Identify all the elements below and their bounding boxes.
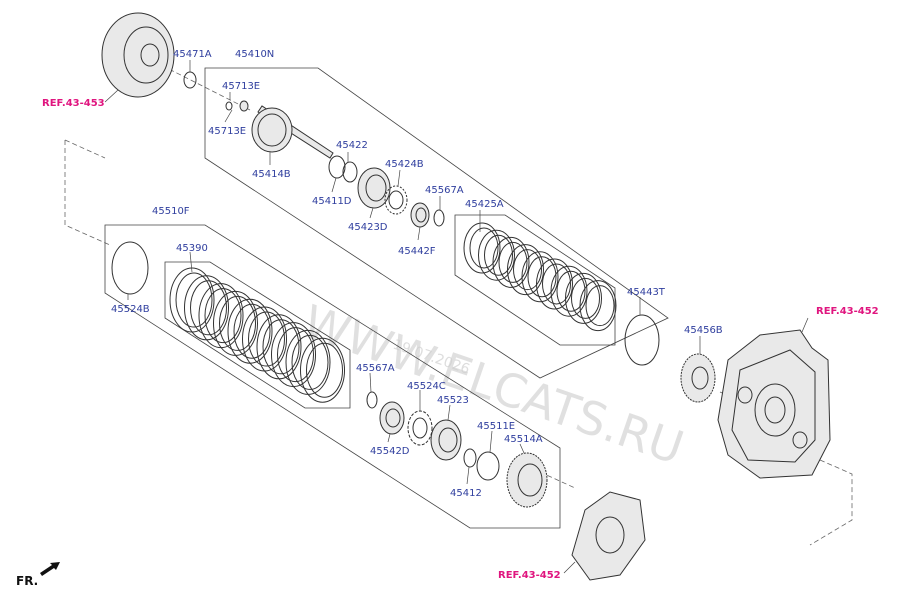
clutch-plate-inner — [306, 342, 343, 398]
watermark-text: WWW.ELCATS.RU — [296, 294, 690, 475]
clutch-plate-inner — [513, 249, 542, 291]
bracket-45410N — [204, 67, 669, 379]
clutch-plate-inner — [571, 277, 600, 319]
clutch-plate-inner — [556, 270, 586, 312]
ring-45422 — [342, 161, 358, 183]
torque-converter — [101, 12, 175, 98]
label-45524C: 45524C — [407, 381, 446, 392]
label-45425A: 45425A — [465, 199, 504, 210]
clutch-plate — [271, 322, 316, 388]
clutch-plate — [579, 280, 617, 332]
clutch-plate — [198, 283, 244, 349]
label-45414B: 45414B — [252, 169, 291, 180]
bearing-45423D — [357, 167, 391, 209]
rear-cover — [571, 491, 646, 581]
ref-43-453[interactable]: REF.43-453 — [42, 98, 105, 109]
clutch-pack-45425A — [463, 222, 617, 332]
label-45713E-top: 45713E — [222, 81, 260, 92]
clutch-plate-inner — [291, 334, 329, 390]
clutch-plate-inner — [542, 263, 571, 305]
label-45567A-lower: 45567A — [356, 363, 395, 374]
snap-ring-45524B — [111, 241, 149, 295]
bracket-45510F — [104, 224, 561, 529]
ref-43-452-top[interactable]: REF.43-452 — [816, 306, 879, 317]
clutch-plate-inner — [527, 256, 557, 298]
clutch-plate-inner — [484, 234, 513, 276]
clutch-plate-inner — [469, 227, 499, 269]
drum-45514A — [506, 452, 548, 508]
label-45510F: 45510F — [152, 206, 190, 217]
clutch-plate — [213, 290, 258, 356]
clutch-plate — [550, 265, 588, 317]
label-45511E: 45511E — [477, 421, 515, 432]
race-45442F-inner — [415, 207, 427, 223]
label-45567A-upper: 45567A — [425, 185, 464, 196]
clutch-plate — [300, 337, 345, 403]
ring-45511E — [476, 451, 500, 481]
label-45524B: 45524B — [111, 304, 150, 315]
clutch-plate — [565, 272, 602, 324]
label-45523: 45523 — [437, 395, 469, 406]
label-45412: 45412 — [450, 488, 482, 499]
front-arrow-icon — [40, 562, 60, 576]
front-label: FR. — [16, 574, 38, 588]
alignment-lines — [64, 61, 853, 546]
clutch-plate-inner — [277, 327, 314, 383]
clutch-plate-inner — [219, 295, 256, 351]
clutch-plate — [184, 275, 229, 341]
clutch-plate — [242, 306, 287, 372]
clutch-plate — [536, 258, 573, 310]
label-45411D: 45411D — [312, 196, 352, 207]
label-45424B: 45424B — [385, 159, 424, 170]
label-45713E-bottom: 45713E — [208, 126, 246, 137]
clutch-plate-inner — [248, 311, 285, 367]
clutch-plate — [227, 298, 273, 364]
clutch-plate-inner — [585, 285, 615, 327]
leader-lines — [104, 60, 809, 574]
label-45390: 45390 — [176, 243, 208, 254]
clutch-plate — [507, 244, 544, 296]
ring-45567A-upper — [433, 209, 445, 227]
ring-45411D — [328, 155, 346, 179]
label-45443T: 45443T — [627, 287, 666, 298]
clutch-plate — [169, 267, 215, 333]
ring-45412 — [463, 448, 477, 468]
label-45410N: 45410N — [235, 49, 274, 60]
label-45422: 45422 — [336, 140, 368, 151]
front-indicator: FR. — [16, 562, 60, 588]
bracket-45425A — [454, 214, 616, 346]
transmission-case — [717, 329, 831, 479]
label-45442F: 45442F — [398, 246, 436, 257]
ref-43-452-bottom[interactable]: REF.43-452 — [498, 570, 561, 581]
clutch-plate-inner — [233, 303, 271, 359]
clutch-plate — [521, 251, 559, 303]
snap-ring-45443T — [624, 314, 660, 366]
ring-45567A-lower — [366, 391, 378, 409]
piston-45542D — [379, 401, 405, 435]
clutch-plate-inner — [498, 241, 528, 283]
ring-45471A — [183, 71, 197, 89]
label-45471A: 45471A — [173, 49, 212, 60]
clutch-plate-inner — [204, 288, 242, 344]
clutch-plate-inner — [262, 319, 300, 375]
clutch-plate — [478, 229, 515, 281]
input-shaft-45414B — [225, 100, 334, 159]
label-45542D: 45542D — [370, 446, 410, 457]
label-45423D: 45423D — [348, 222, 388, 233]
label-45514A: 45514A — [504, 434, 543, 445]
label-45456B: 45456B — [684, 325, 723, 336]
clutch-plate — [463, 222, 501, 274]
clutch-plate — [492, 236, 530, 288]
clutch-plate-inner — [175, 272, 213, 328]
needle-bearing-45424B — [384, 185, 408, 215]
clutch-plate-inner — [190, 280, 227, 336]
spring-45524C — [407, 410, 433, 446]
bracket-45390 — [164, 261, 351, 409]
clutch-plate — [256, 314, 302, 380]
retainer-45523 — [430, 419, 462, 461]
gear-45456B — [680, 353, 716, 403]
clutch-pack-45390 — [169, 267, 345, 403]
